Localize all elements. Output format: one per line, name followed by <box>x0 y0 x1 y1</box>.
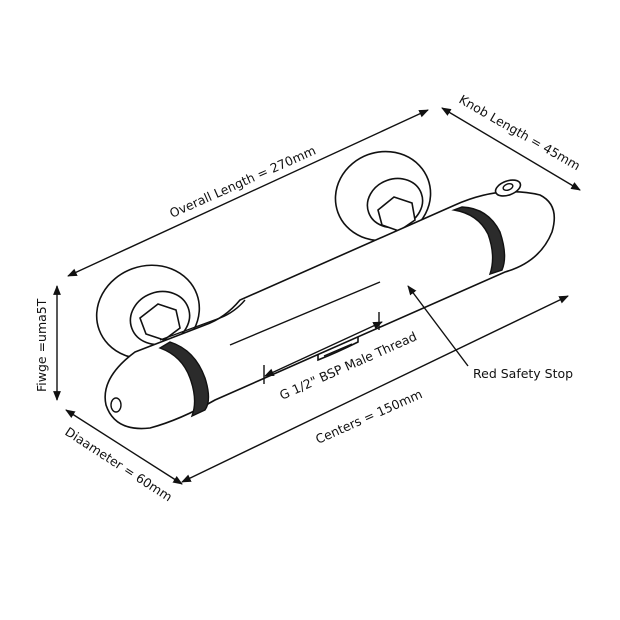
centers-dimension <box>181 295 569 483</box>
safety-stop-leader <box>407 285 469 367</box>
safety-stop-label: Red Safety Stop <box>473 366 573 381</box>
knob-length-dimension <box>441 107 581 191</box>
overall-length-label: Overall Length = 270mm <box>167 143 318 221</box>
knob-length-label: Knob Length = 45mm <box>457 92 584 174</box>
thread-dimension <box>264 321 383 377</box>
diameter-dimension <box>65 409 183 485</box>
centers-label: Centers = 150mm <box>313 386 424 447</box>
overall-length-dimension <box>67 109 429 277</box>
flange-label: Fiwge =uma5T <box>34 298 49 392</box>
right-safety-ring <box>451 206 506 276</box>
diameter-label: Diaameter = 60mm <box>62 424 175 504</box>
